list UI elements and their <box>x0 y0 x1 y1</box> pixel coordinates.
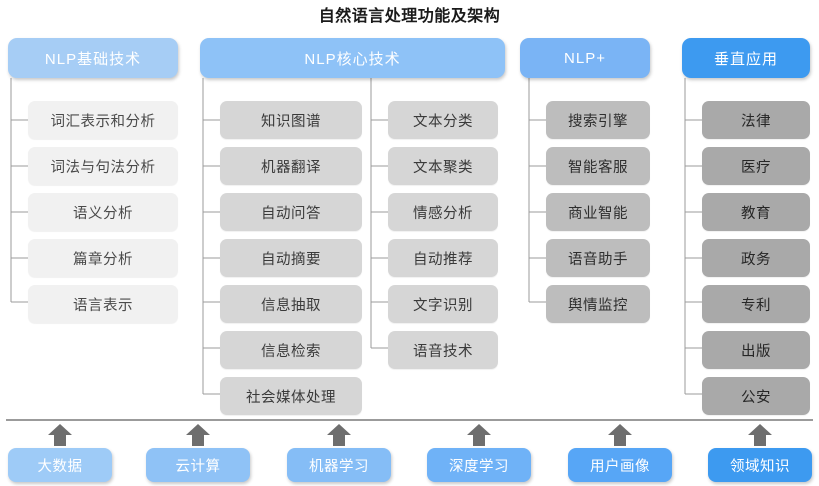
item-label: 语音助手 <box>568 251 628 268</box>
item-box[interactable]: 语义分析 <box>28 193 178 231</box>
item-label: 文本聚类 <box>413 159 473 176</box>
item-label: 词法与句法分析 <box>50 159 156 176</box>
item-box[interactable]: 自动推荐 <box>388 239 498 277</box>
column-header-nlp-basic[interactable]: NLP基础技术 <box>8 38 178 78</box>
item-box[interactable]: 教育 <box>702 193 810 231</box>
column-header-label: NLP基础技术 <box>44 50 142 68</box>
item-box[interactable]: 搜索引擎 <box>546 101 650 139</box>
column-header-label: 垂直应用 <box>713 50 778 68</box>
item-label: 商业智能 <box>568 205 628 222</box>
up-arrow-icon <box>748 424 772 446</box>
column-header-nlp-core[interactable]: NLP核心技术 <box>200 38 505 78</box>
item-label: 政务 <box>741 251 771 268</box>
item-box[interactable]: 语音助手 <box>546 239 650 277</box>
item-box[interactable]: 词法与句法分析 <box>28 147 178 185</box>
item-label: 信息抽取 <box>261 297 321 314</box>
foundation-label: 大数据 <box>37 458 83 475</box>
item-box[interactable]: 自动摘要 <box>220 239 362 277</box>
item-box[interactable]: 文字识别 <box>388 285 498 323</box>
foundation-divider <box>6 419 813 421</box>
item-box[interactable]: 公安 <box>702 377 810 415</box>
column-header-vertical[interactable]: 垂直应用 <box>682 38 810 78</box>
item-label: 舆情监控 <box>568 297 628 314</box>
item-label: 语义分析 <box>73 205 133 222</box>
up-arrow-icon <box>608 424 632 446</box>
item-label: 自动摘要 <box>261 251 321 268</box>
up-arrow-icon <box>467 424 491 446</box>
foundation-label: 用户画像 <box>590 458 650 475</box>
item-label: 公安 <box>741 389 771 406</box>
item-box[interactable]: 信息抽取 <box>220 285 362 323</box>
foundation-pill-domain-knowledge[interactable]: 领域知识 <box>708 448 812 482</box>
foundation-pill-big-data[interactable]: 大数据 <box>8 448 112 482</box>
item-box[interactable]: 词汇表示和分析 <box>28 101 178 139</box>
item-box[interactable]: 知识图谱 <box>220 101 362 139</box>
up-arrow-icon <box>327 424 351 446</box>
item-box[interactable]: 舆情监控 <box>546 285 650 323</box>
item-box[interactable]: 医疗 <box>702 147 810 185</box>
up-arrow-icon <box>48 424 72 446</box>
item-label: 搜索引擎 <box>568 113 628 130</box>
item-box[interactable]: 专利 <box>702 285 810 323</box>
foundation-label: 深度学习 <box>449 458 509 475</box>
up-arrow-icon <box>186 424 210 446</box>
item-box[interactable]: 出版 <box>702 331 810 369</box>
item-label: 文字识别 <box>413 297 473 314</box>
item-label: 专利 <box>741 297 771 314</box>
foundation-pill-machine-learning[interactable]: 机器学习 <box>287 448 391 482</box>
item-label: 自动问答 <box>261 205 321 222</box>
item-box[interactable]: 信息检索 <box>220 331 362 369</box>
item-box[interactable]: 社会媒体处理 <box>220 377 362 415</box>
item-label: 医疗 <box>741 159 771 176</box>
column-header-label: NLP核心技术 <box>304 50 401 68</box>
item-label: 情感分析 <box>413 205 473 222</box>
page-title: 自然语言处理功能及架构 <box>318 8 501 25</box>
item-label: 篇章分析 <box>73 251 133 268</box>
foundation-label: 云计算 <box>175 458 221 475</box>
item-label: 法律 <box>741 113 771 130</box>
item-label: 文本分类 <box>413 113 473 130</box>
item-label: 出版 <box>741 343 771 360</box>
item-box[interactable]: 智能客服 <box>546 147 650 185</box>
item-label: 机器翻译 <box>261 159 321 176</box>
item-box[interactable]: 自动问答 <box>220 193 362 231</box>
item-label: 自动推荐 <box>413 251 473 268</box>
column-header-label: NLP+ <box>564 49 606 67</box>
item-box[interactable]: 机器翻译 <box>220 147 362 185</box>
item-label: 智能客服 <box>568 159 628 176</box>
foundation-label: 领域知识 <box>730 458 790 475</box>
item-label: 语言表示 <box>73 297 133 314</box>
item-label: 信息检索 <box>261 343 321 360</box>
item-box[interactable]: 法律 <box>702 101 810 139</box>
item-label: 社会媒体处理 <box>246 389 336 406</box>
item-label: 词汇表示和分析 <box>50 113 156 130</box>
item-label: 知识图谱 <box>261 113 321 130</box>
item-box[interactable]: 语言表示 <box>28 285 178 323</box>
item-label: 语音技术 <box>413 343 473 360</box>
foundation-pill-deep-learning[interactable]: 深度学习 <box>427 448 531 482</box>
foundation-pill-user-profile[interactable]: 用户画像 <box>568 448 672 482</box>
item-box[interactable]: 文本分类 <box>388 101 498 139</box>
item-box[interactable]: 情感分析 <box>388 193 498 231</box>
item-box[interactable]: 语音技术 <box>388 331 498 369</box>
foundation-label: 机器学习 <box>309 458 369 475</box>
item-box[interactable]: 商业智能 <box>546 193 650 231</box>
column-header-nlp-plus[interactable]: NLP+ <box>520 38 650 78</box>
item-box[interactable]: 文本聚类 <box>388 147 498 185</box>
item-box[interactable]: 篇章分析 <box>28 239 178 277</box>
item-box[interactable]: 政务 <box>702 239 810 277</box>
foundation-pill-cloud-computing[interactable]: 云计算 <box>146 448 250 482</box>
item-label: 教育 <box>741 205 771 222</box>
